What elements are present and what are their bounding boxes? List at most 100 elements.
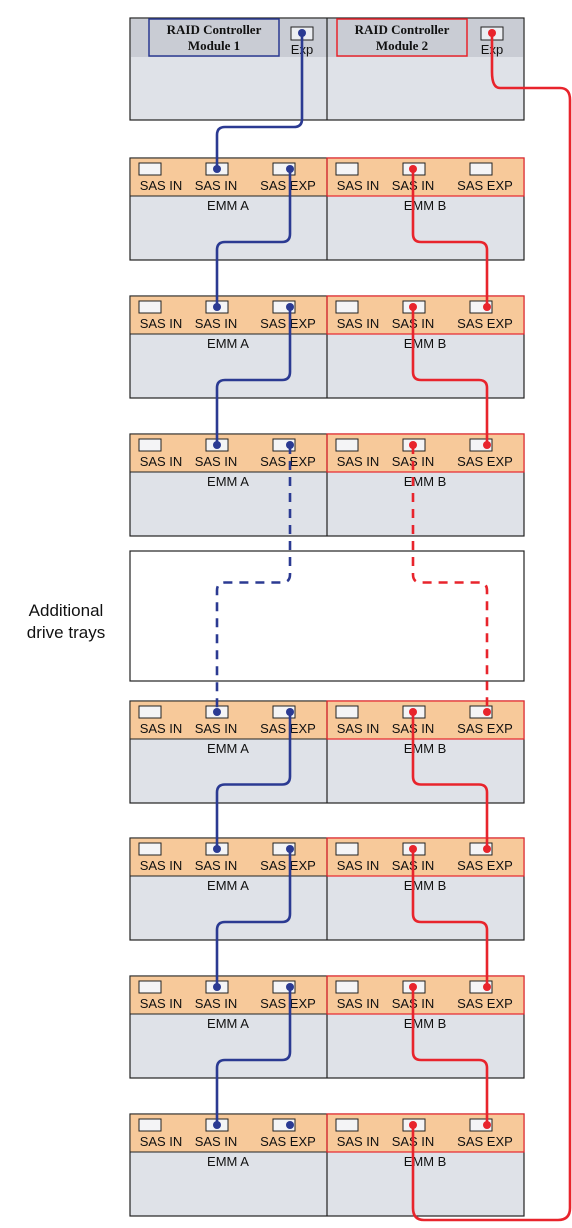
emm-a-exp-connector xyxy=(286,1121,294,1129)
emm-a-label: EMM A xyxy=(207,741,249,756)
emm-a-port-1 xyxy=(138,842,162,856)
emm-a-port-label: SAS IN xyxy=(140,858,183,873)
emm-a-port-label: SAS IN xyxy=(140,1134,183,1149)
red-cable-dashed xyxy=(411,445,489,712)
emm-a-port-label: SAS EXP xyxy=(260,858,316,873)
blue-cable-link xyxy=(215,849,292,987)
emm-b-port-label: SAS EXP xyxy=(457,721,513,736)
emm-a-port-label: SAS IN xyxy=(140,454,183,469)
emm-b-port-1 xyxy=(335,1118,359,1132)
emm-b-port-label: SAS EXP xyxy=(457,996,513,1011)
additional-trays-label-line1: Additional xyxy=(29,601,104,620)
emm-b-port-label: SAS IN xyxy=(337,316,380,331)
controller-module-1 xyxy=(148,18,280,57)
emm-b-port-3 xyxy=(469,162,493,176)
red-cable-link xyxy=(411,712,489,849)
controller-2-label-line1: RAID Controller xyxy=(355,22,450,37)
emm-a-port-1 xyxy=(138,300,162,314)
cables xyxy=(213,29,572,1222)
emm-b-outline xyxy=(326,157,525,197)
red-cable-controller xyxy=(411,33,572,1222)
emm-a-port-label: SAS EXP xyxy=(260,1134,316,1149)
blue-cable-controller xyxy=(215,33,304,169)
emm-a-port-label: SAS EXP xyxy=(260,178,316,193)
blue-cable-dashed xyxy=(215,445,292,712)
red-cable-link xyxy=(411,987,489,1125)
emm-b-port-1 xyxy=(335,300,359,314)
emm-b-port-1 xyxy=(335,705,359,719)
emm-a-port-label: SAS IN xyxy=(140,316,183,331)
emm-a-port-label: SAS IN xyxy=(140,996,183,1011)
blue-cable-link xyxy=(215,987,292,1125)
emm-b-outline xyxy=(326,837,525,877)
controller-module-2 xyxy=(336,18,468,57)
emm-b-port-label: SAS EXP xyxy=(457,1134,513,1149)
emm-b-outline xyxy=(326,1113,525,1153)
controller-enclosure: RAID Controller Module 1 RAID Controller… xyxy=(129,17,525,121)
emm-a-label: EMM A xyxy=(207,474,249,489)
emm-a-port-label: SAS EXP xyxy=(260,996,316,1011)
blue-cable-link xyxy=(215,712,292,849)
blue-cable-link xyxy=(215,169,292,307)
emm-b-port-label: SAS IN xyxy=(337,1134,380,1149)
emm-b-port-label: SAS IN xyxy=(337,454,380,469)
emm-a-port-label: SAS IN xyxy=(140,178,183,193)
drive-trays: SAS IN SAS IN SAS EXP EMM A SAS IN SAS IN SAS … xyxy=(129,157,525,1217)
emm-b-label: EMM B xyxy=(404,741,447,756)
emm-a-port-label: SAS EXP xyxy=(260,721,316,736)
emm-b-exp-connector xyxy=(483,708,491,716)
red-cable-link xyxy=(411,307,489,445)
emm-a-label: EMM A xyxy=(207,198,249,213)
emm-a-port-label: SAS IN xyxy=(195,996,238,1011)
emm-a-port-1 xyxy=(138,162,162,176)
emm-b-port-label: SAS IN xyxy=(337,721,380,736)
blue-cable-link xyxy=(215,307,292,445)
emm-a-port-1 xyxy=(138,705,162,719)
emm-a-label: EMM A xyxy=(207,1154,249,1169)
emm-a-port-label: SAS EXP xyxy=(260,454,316,469)
emm-a-port-label: SAS IN xyxy=(140,721,183,736)
emm-b-outline xyxy=(326,295,525,335)
red-cable-link xyxy=(411,169,489,307)
emm-a-port-label: SAS IN xyxy=(195,858,238,873)
emm-b-port-1 xyxy=(335,842,359,856)
emm-b-label: EMM B xyxy=(404,474,447,489)
emm-a-label: EMM A xyxy=(207,878,249,893)
emm-a-port-label: SAS EXP xyxy=(260,316,316,331)
emm-a-port-label: SAS IN xyxy=(195,178,238,193)
emm-b-label: EMM B xyxy=(404,198,447,213)
controller-1-label-line1: RAID Controller xyxy=(167,22,262,37)
emm-b-outline xyxy=(326,433,525,473)
emm-a-port-label: SAS IN xyxy=(195,721,238,736)
emm-b-port-1 xyxy=(335,980,359,994)
emm-a-in-connector xyxy=(213,708,221,716)
emm-b-port-1 xyxy=(335,438,359,452)
emm-b-label: EMM B xyxy=(404,1154,447,1169)
emm-b-port-label: SAS EXP xyxy=(457,316,513,331)
controller-2-label-line2: Module 2 xyxy=(376,38,428,53)
emm-b-port-1 xyxy=(335,162,359,176)
emm-b-label: EMM B xyxy=(404,336,447,351)
emm-b-label: EMM B xyxy=(404,878,447,893)
emm-b-outline xyxy=(326,700,525,740)
controller-1-label-line2: Module 1 xyxy=(188,38,240,53)
emm-a-port-1 xyxy=(138,438,162,452)
emm-a-label: EMM A xyxy=(207,1016,249,1031)
emm-b-port-label: SAS EXP xyxy=(457,178,513,193)
emm-b-outline xyxy=(326,975,525,1015)
emm-a-port-label: SAS IN xyxy=(195,316,238,331)
emm-b-port-label: SAS IN xyxy=(337,996,380,1011)
emm-a-port-1 xyxy=(138,980,162,994)
emm-b-port-label: SAS EXP xyxy=(457,454,513,469)
additional-trays-label-line2: drive trays xyxy=(27,623,105,642)
emm-a-label: EMM A xyxy=(207,336,249,351)
red-cable-link xyxy=(411,849,489,987)
additional-trays-box xyxy=(129,550,525,682)
emm-a-port-label: SAS IN xyxy=(195,1134,238,1149)
emm-a-port-label: SAS IN xyxy=(195,454,238,469)
emm-b-port-label: SAS IN xyxy=(337,858,380,873)
emm-b-label: EMM B xyxy=(404,1016,447,1031)
emm-b-port-label: SAS EXP xyxy=(457,858,513,873)
emm-b-port-label: SAS IN xyxy=(337,178,380,193)
